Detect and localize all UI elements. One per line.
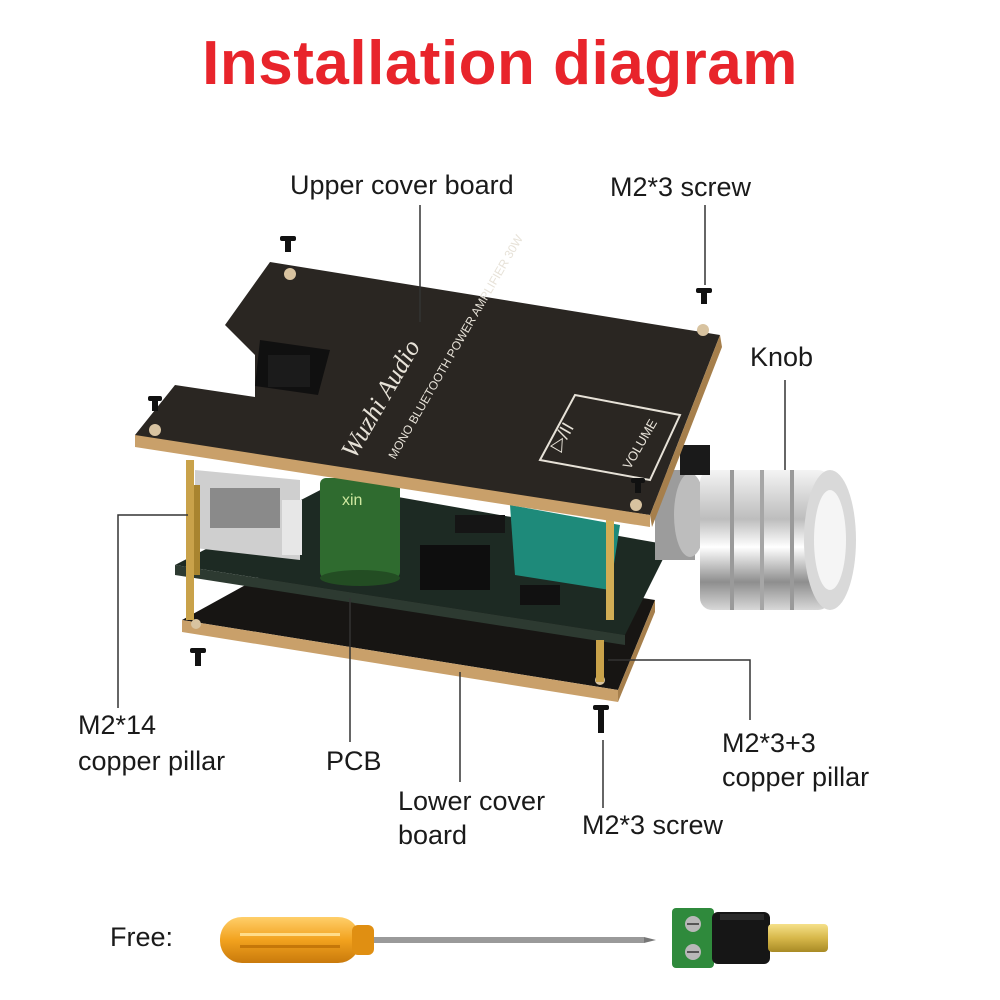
copper-pillar-m2x3-3 <box>596 640 604 682</box>
label-m2x14-pillar-line2: copper pillar <box>78 746 226 776</box>
label-m2x3-screw-bottom: M2*3 screw <box>582 810 724 840</box>
label-upper-cover-board: Upper cover board <box>290 170 514 200</box>
screw-icon <box>148 236 712 733</box>
copper-pillar-m2x14 <box>186 460 614 620</box>
leader-lines <box>117 205 786 808</box>
label-m2x3-3-pillar-line2: copper pillar <box>722 762 870 792</box>
capacitor-label: xin <box>342 492 362 509</box>
free-label: Free: <box>110 922 174 952</box>
volume-knob <box>655 445 856 610</box>
label-lower-cover-line1: Lower cover <box>398 786 546 816</box>
label-lower-cover-line2: board <box>398 820 468 850</box>
label-m2x14-pillar-line1: M2*14 <box>78 710 157 740</box>
upper-cover-board: Wuzhi Audio MONO BLUETOOTH POWER AMPLIFI… <box>135 232 722 527</box>
capacitor-icon <box>320 478 400 578</box>
dc-power-connector-icon <box>672 908 828 968</box>
screwdriver-icon <box>220 917 656 963</box>
label-knob: Knob <box>750 342 814 372</box>
page-title: Installation diagram <box>202 29 798 98</box>
label-m2x3-screw-top: M2*3 screw <box>610 172 752 202</box>
label-m2x3-3-pillar-line1: M2*3+3 <box>722 728 816 758</box>
pcb-board: xin <box>175 470 670 645</box>
label-pcb: PCB <box>326 746 382 776</box>
